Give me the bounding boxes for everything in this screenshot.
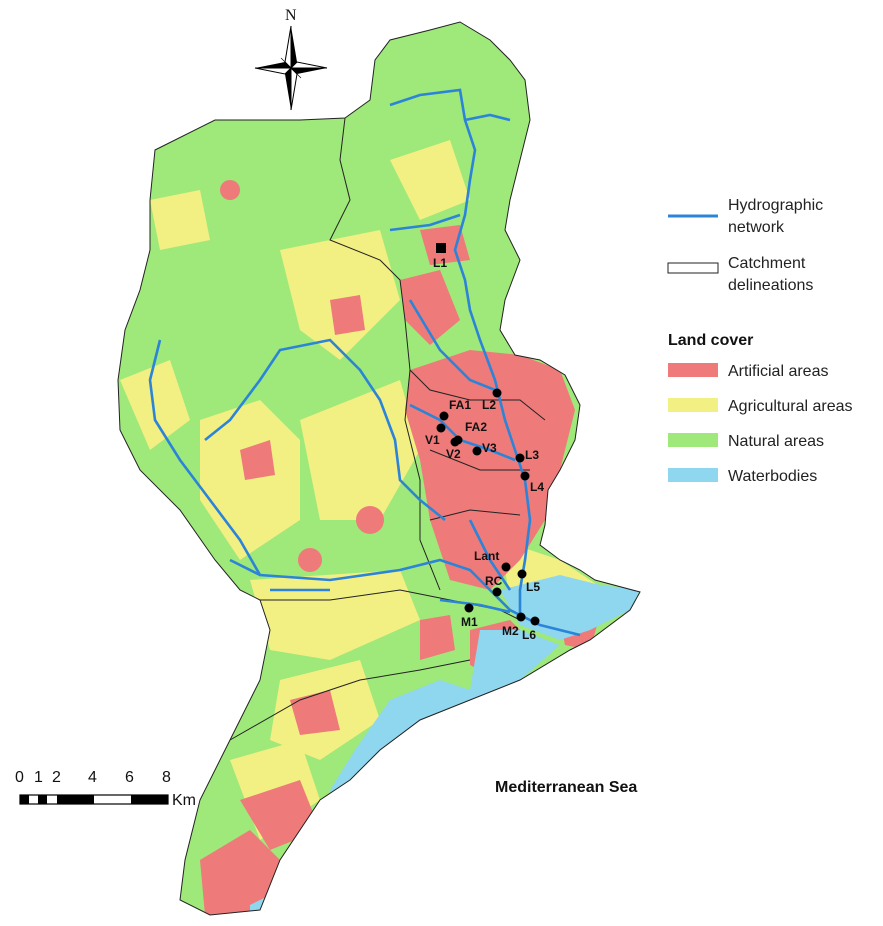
station-marker-V3 xyxy=(472,446,482,456)
artificial-area xyxy=(330,295,365,335)
legend-natural-label: Natural areas xyxy=(728,433,824,450)
artificial-area xyxy=(220,180,240,200)
legend-waterbodies-label: Waterbodies xyxy=(728,468,817,485)
agricultural-area xyxy=(280,230,400,360)
agricultural-area xyxy=(120,360,190,450)
map-legend: Hydrographic network Catchment delineati… xyxy=(667,197,853,485)
artificial-area xyxy=(200,830,280,915)
scale-bar: 0 1 2 4 6 8 Km xyxy=(15,769,196,809)
legend-hydro-label-2: network xyxy=(728,219,785,236)
artificial-area xyxy=(400,270,460,345)
station-marker-V2 xyxy=(450,437,460,447)
scale-tick-8: 8 xyxy=(162,769,171,786)
north-arrow xyxy=(254,25,328,111)
station-label-M2: M2 xyxy=(502,624,519,638)
waterbody xyxy=(270,630,560,900)
station-label-M1: M1 xyxy=(461,615,478,629)
agricultural-area xyxy=(250,570,420,660)
legend-agricultural-swatch xyxy=(668,398,718,412)
scale-tick-1: 1 xyxy=(34,769,43,786)
artificial-area xyxy=(290,690,340,735)
sea-label: Mediterranean Sea xyxy=(495,779,637,796)
station-marker-FA1 xyxy=(439,411,449,421)
agricultural-area xyxy=(150,190,210,250)
scale-tick-6: 6 xyxy=(125,769,134,786)
station-marker-M1 xyxy=(464,603,474,613)
station-label-V2: V2 xyxy=(446,447,461,461)
station-label-L1: L1 xyxy=(433,256,447,270)
station-marker-RC xyxy=(492,587,502,597)
station-label-L5: L5 xyxy=(526,580,540,594)
agricultural-area xyxy=(390,140,470,220)
station-label-Lant: Lant xyxy=(474,549,499,563)
artificial-area xyxy=(420,615,455,660)
station-marker-L1 xyxy=(436,243,446,253)
station-label-L3: L3 xyxy=(525,448,539,462)
legend-agricultural-label: Agricultural areas xyxy=(728,398,853,415)
scale-unit: Km xyxy=(172,792,196,809)
hydrographic-network xyxy=(148,88,581,637)
legend-artificial-swatch xyxy=(668,363,718,377)
station-label-V3: V3 xyxy=(482,441,497,455)
legend-catchment-label-1: Catchment xyxy=(728,255,806,272)
station-label-L2: L2 xyxy=(482,398,496,412)
station-label-FA1: FA1 xyxy=(449,398,471,412)
station-marker-L2 xyxy=(492,388,502,398)
station-label-FA2: FA2 xyxy=(465,420,487,434)
station-marker-L3 xyxy=(515,453,525,463)
station-marker-M2 xyxy=(516,612,526,622)
catchment-delineations xyxy=(117,21,641,916)
station-marker-L4 xyxy=(520,471,530,481)
legend-catchment-label-2: delineations xyxy=(728,277,813,294)
legend-natural-swatch xyxy=(668,433,718,447)
legend-catchment-swatch xyxy=(667,262,719,274)
scale-tick-4: 4 xyxy=(88,769,97,786)
station-label-L6: L6 xyxy=(522,628,536,642)
station-label-RC: RC xyxy=(485,574,503,588)
artificial-area xyxy=(356,506,384,534)
legend-landcover-title: Land cover xyxy=(668,332,753,349)
scale-tick-2: 2 xyxy=(52,769,61,786)
agricultural-area xyxy=(300,380,420,520)
station-marker-V1 xyxy=(436,423,446,433)
legend-waterbodies-swatch xyxy=(668,468,718,482)
station-markers: L1 L2 FA1 FA2 V1 V2 V3 L3 L4 Lant RC L5 … xyxy=(425,243,544,642)
legend-artificial-label: Artificial areas xyxy=(728,363,828,380)
legend-hydro-label-1: Hydrographic xyxy=(728,197,823,214)
artificial-area xyxy=(240,440,275,480)
north-label: N xyxy=(285,7,297,24)
station-label-L4: L4 xyxy=(530,480,544,494)
scale-tick-0: 0 xyxy=(15,769,24,786)
station-marker-Lant xyxy=(501,562,511,572)
station-marker-L6 xyxy=(530,616,540,626)
station-marker-L5 xyxy=(517,569,527,579)
artificial-area xyxy=(298,548,322,572)
station-label-V1: V1 xyxy=(425,433,440,447)
